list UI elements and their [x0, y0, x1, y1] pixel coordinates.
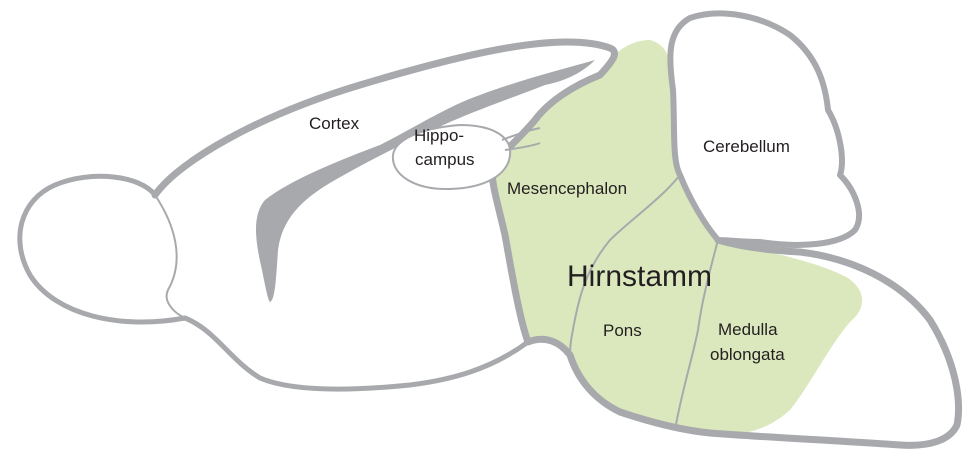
label-pons: Pons: [603, 321, 642, 340]
label-hirnstamm: Hirnstamm: [567, 260, 712, 293]
label-medulla-line2: oblongata: [710, 345, 785, 364]
label-hippocampus-line1: Hippo-: [414, 126, 464, 145]
label-hippocampus-line2: campus: [415, 150, 475, 169]
label-mesencephalon: Mesencephalon: [507, 179, 627, 198]
cerebellum-outline: [670, 13, 859, 244]
label-medulla-line1: Medulla: [718, 320, 778, 339]
label-cortex: Cortex: [309, 114, 360, 133]
label-cerebellum: Cerebellum: [703, 137, 790, 156]
bulb-boundary: [155, 195, 185, 318]
